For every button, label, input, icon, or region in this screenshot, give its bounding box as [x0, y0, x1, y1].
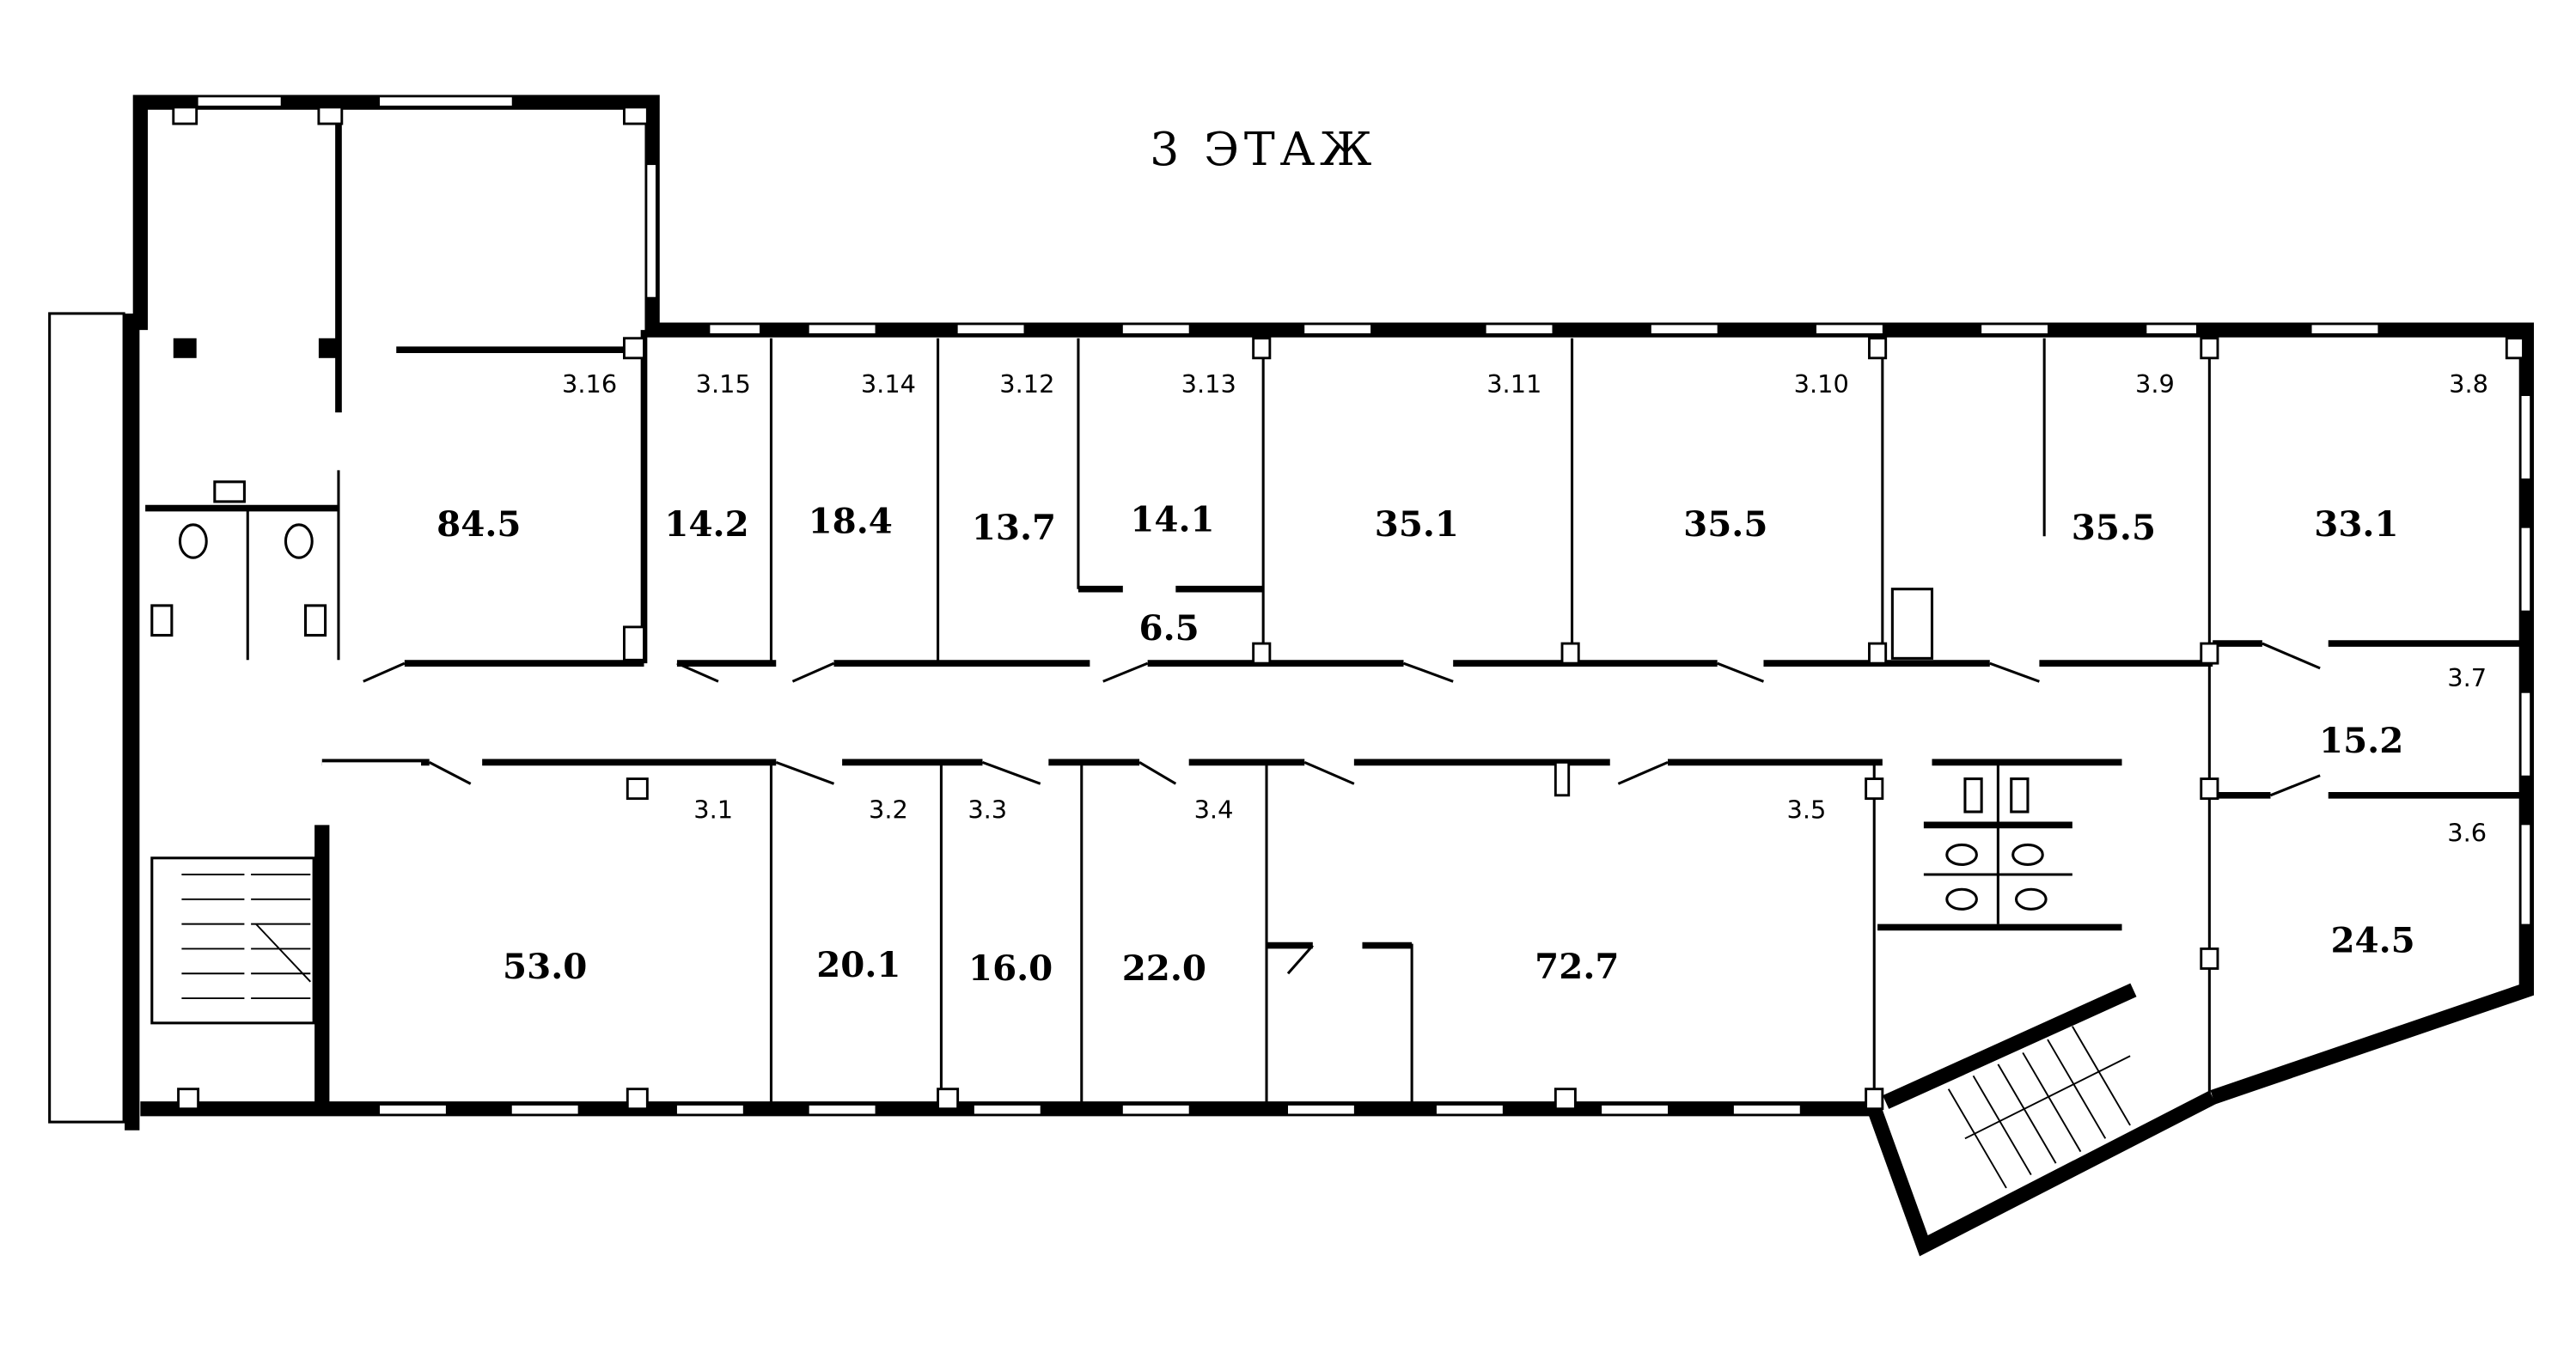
- room-area: 22.0: [1122, 948, 1206, 989]
- room-number: 3.11: [1486, 369, 1541, 399]
- room-area: 35.5: [1683, 503, 1767, 545]
- room-area: 53.0: [503, 946, 587, 987]
- room-number: 3.9: [2135, 369, 2175, 399]
- room-number: 3.8: [2449, 369, 2488, 399]
- room-number: 3.7: [2447, 663, 2487, 692]
- interior-walls: [172, 106, 2524, 1111]
- right-wc-block: [1890, 588, 2072, 924]
- room-number: 3.4: [1194, 795, 1234, 825]
- room-number: 3.6: [2447, 819, 2487, 848]
- room-area: 14.1: [1130, 498, 1214, 539]
- sink-icon: [1963, 777, 1983, 814]
- room-number: 3.16: [562, 369, 617, 399]
- toilet-icon: [284, 523, 314, 559]
- room-area: 18.4: [809, 500, 893, 541]
- toilet-icon: [2014, 887, 2048, 911]
- room-number: 3.15: [696, 369, 751, 399]
- room-area: 13.7: [972, 507, 1056, 548]
- room-area: 20.1: [816, 944, 900, 985]
- room-number: 3.14: [861, 369, 916, 399]
- room-number: 3.2: [869, 795, 908, 825]
- left-wc-block: [145, 470, 340, 661]
- sink-icon: [2010, 777, 2030, 814]
- right-stair: [1947, 1026, 2131, 1189]
- toilet-icon: [1945, 887, 1978, 911]
- room-labels: 3.16 84.5 3.15 14.2 3.14 18.4 3.12 13.7 …: [436, 369, 2488, 989]
- left-stair: [48, 312, 422, 1124]
- floor-title: 3 ЭТАЖ: [1150, 122, 1377, 176]
- room-number: 3.12: [999, 369, 1054, 399]
- sink-icon: [150, 604, 174, 637]
- toilet-icon: [178, 523, 208, 559]
- room-area: 6.5: [1139, 607, 1199, 649]
- room-number: 3.1: [693, 795, 733, 825]
- room-area: 16.0: [968, 948, 1053, 989]
- room-area: 35.5: [2072, 507, 2156, 548]
- room-number: 3.5: [1787, 795, 1827, 825]
- room-area: 72.7: [1535, 946, 1619, 987]
- room-area: 35.1: [1375, 503, 1459, 545]
- room-area: 84.5: [436, 503, 521, 545]
- room-area: 33.1: [2314, 503, 2398, 545]
- sink-icon: [303, 604, 327, 637]
- room-area: 15.2: [2319, 720, 2403, 761]
- room-area: 24.5: [2330, 919, 2414, 960]
- toilet-icon: [2011, 843, 2044, 866]
- room-area: 14.2: [664, 503, 748, 545]
- room-number: 3.3: [968, 795, 1007, 825]
- room-number: 3.13: [1181, 369, 1236, 399]
- toilet-icon: [1945, 843, 1978, 866]
- sink-icon: [213, 480, 246, 503]
- room-number: 3.10: [1794, 369, 1849, 399]
- outer-walls: [125, 94, 2534, 1257]
